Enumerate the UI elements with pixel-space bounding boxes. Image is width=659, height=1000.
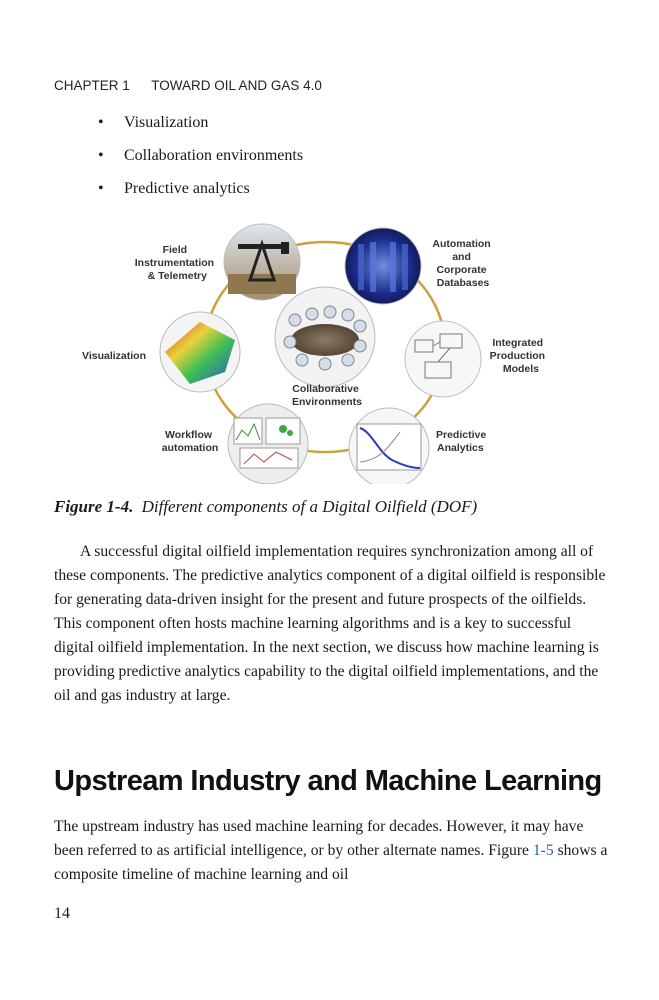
- label-field-instrumentation: Field Instrumentation & Telemetry: [135, 244, 217, 282]
- figure-caption-text: Different components of a Digital Oilfie…: [141, 497, 478, 516]
- chapter-title: TOWARD OIL AND GAS 4.0: [151, 78, 322, 93]
- label-automation: Automation and Corporate Databases: [432, 238, 493, 289]
- decline-curve-icon: [348, 407, 430, 484]
- label-integrated-models: Integrated Production Models: [490, 337, 548, 375]
- paragraph-text: The upstream industry has used machine l…: [54, 818, 584, 859]
- heatmap-icon: [159, 311, 241, 393]
- meeting-table-icon: [274, 286, 376, 388]
- dashboard-icon: [227, 403, 309, 484]
- body-paragraph: A successful digital oilfield implementa…: [54, 543, 606, 704]
- body-paragraph: The upstream industry has used machine l…: [54, 815, 614, 887]
- label-predictive: Predictive Analytics: [436, 429, 489, 454]
- label-workflow: Workflow automation: [162, 429, 219, 454]
- figure-reference-link[interactable]: 1-5: [532, 842, 554, 859]
- figure-label: Figure 1-4.: [54, 497, 134, 516]
- list-item: Visualization: [90, 112, 303, 145]
- dof-components-figure: Field Instrumentation & Telemetry Automa…: [82, 223, 548, 484]
- label-visualization: Visualization: [82, 350, 146, 362]
- chapter-number: CHAPTER 1: [54, 78, 130, 93]
- list-item: Collaboration environments: [90, 145, 303, 178]
- section-heading: Upstream Industry and Machine Learning: [54, 765, 602, 797]
- bullet-list: Visualization Collaboration environments…: [90, 112, 303, 211]
- figure-caption: Figure 1-4. Different components of a Di…: [54, 497, 477, 517]
- list-item: Predictive analytics: [90, 178, 303, 211]
- label-collaborative: Collaborative Environments: [292, 383, 362, 408]
- running-header: CHAPTER 1 TOWARD OIL AND GAS 4.0: [54, 78, 322, 93]
- paragraph-text: shows a composite timeline of machine le…: [54, 842, 608, 883]
- production-model-icon: [404, 320, 482, 398]
- server-room-icon: [344, 227, 422, 305]
- pumpjack-icon: [223, 223, 301, 301]
- page-number: 14: [54, 905, 70, 922]
